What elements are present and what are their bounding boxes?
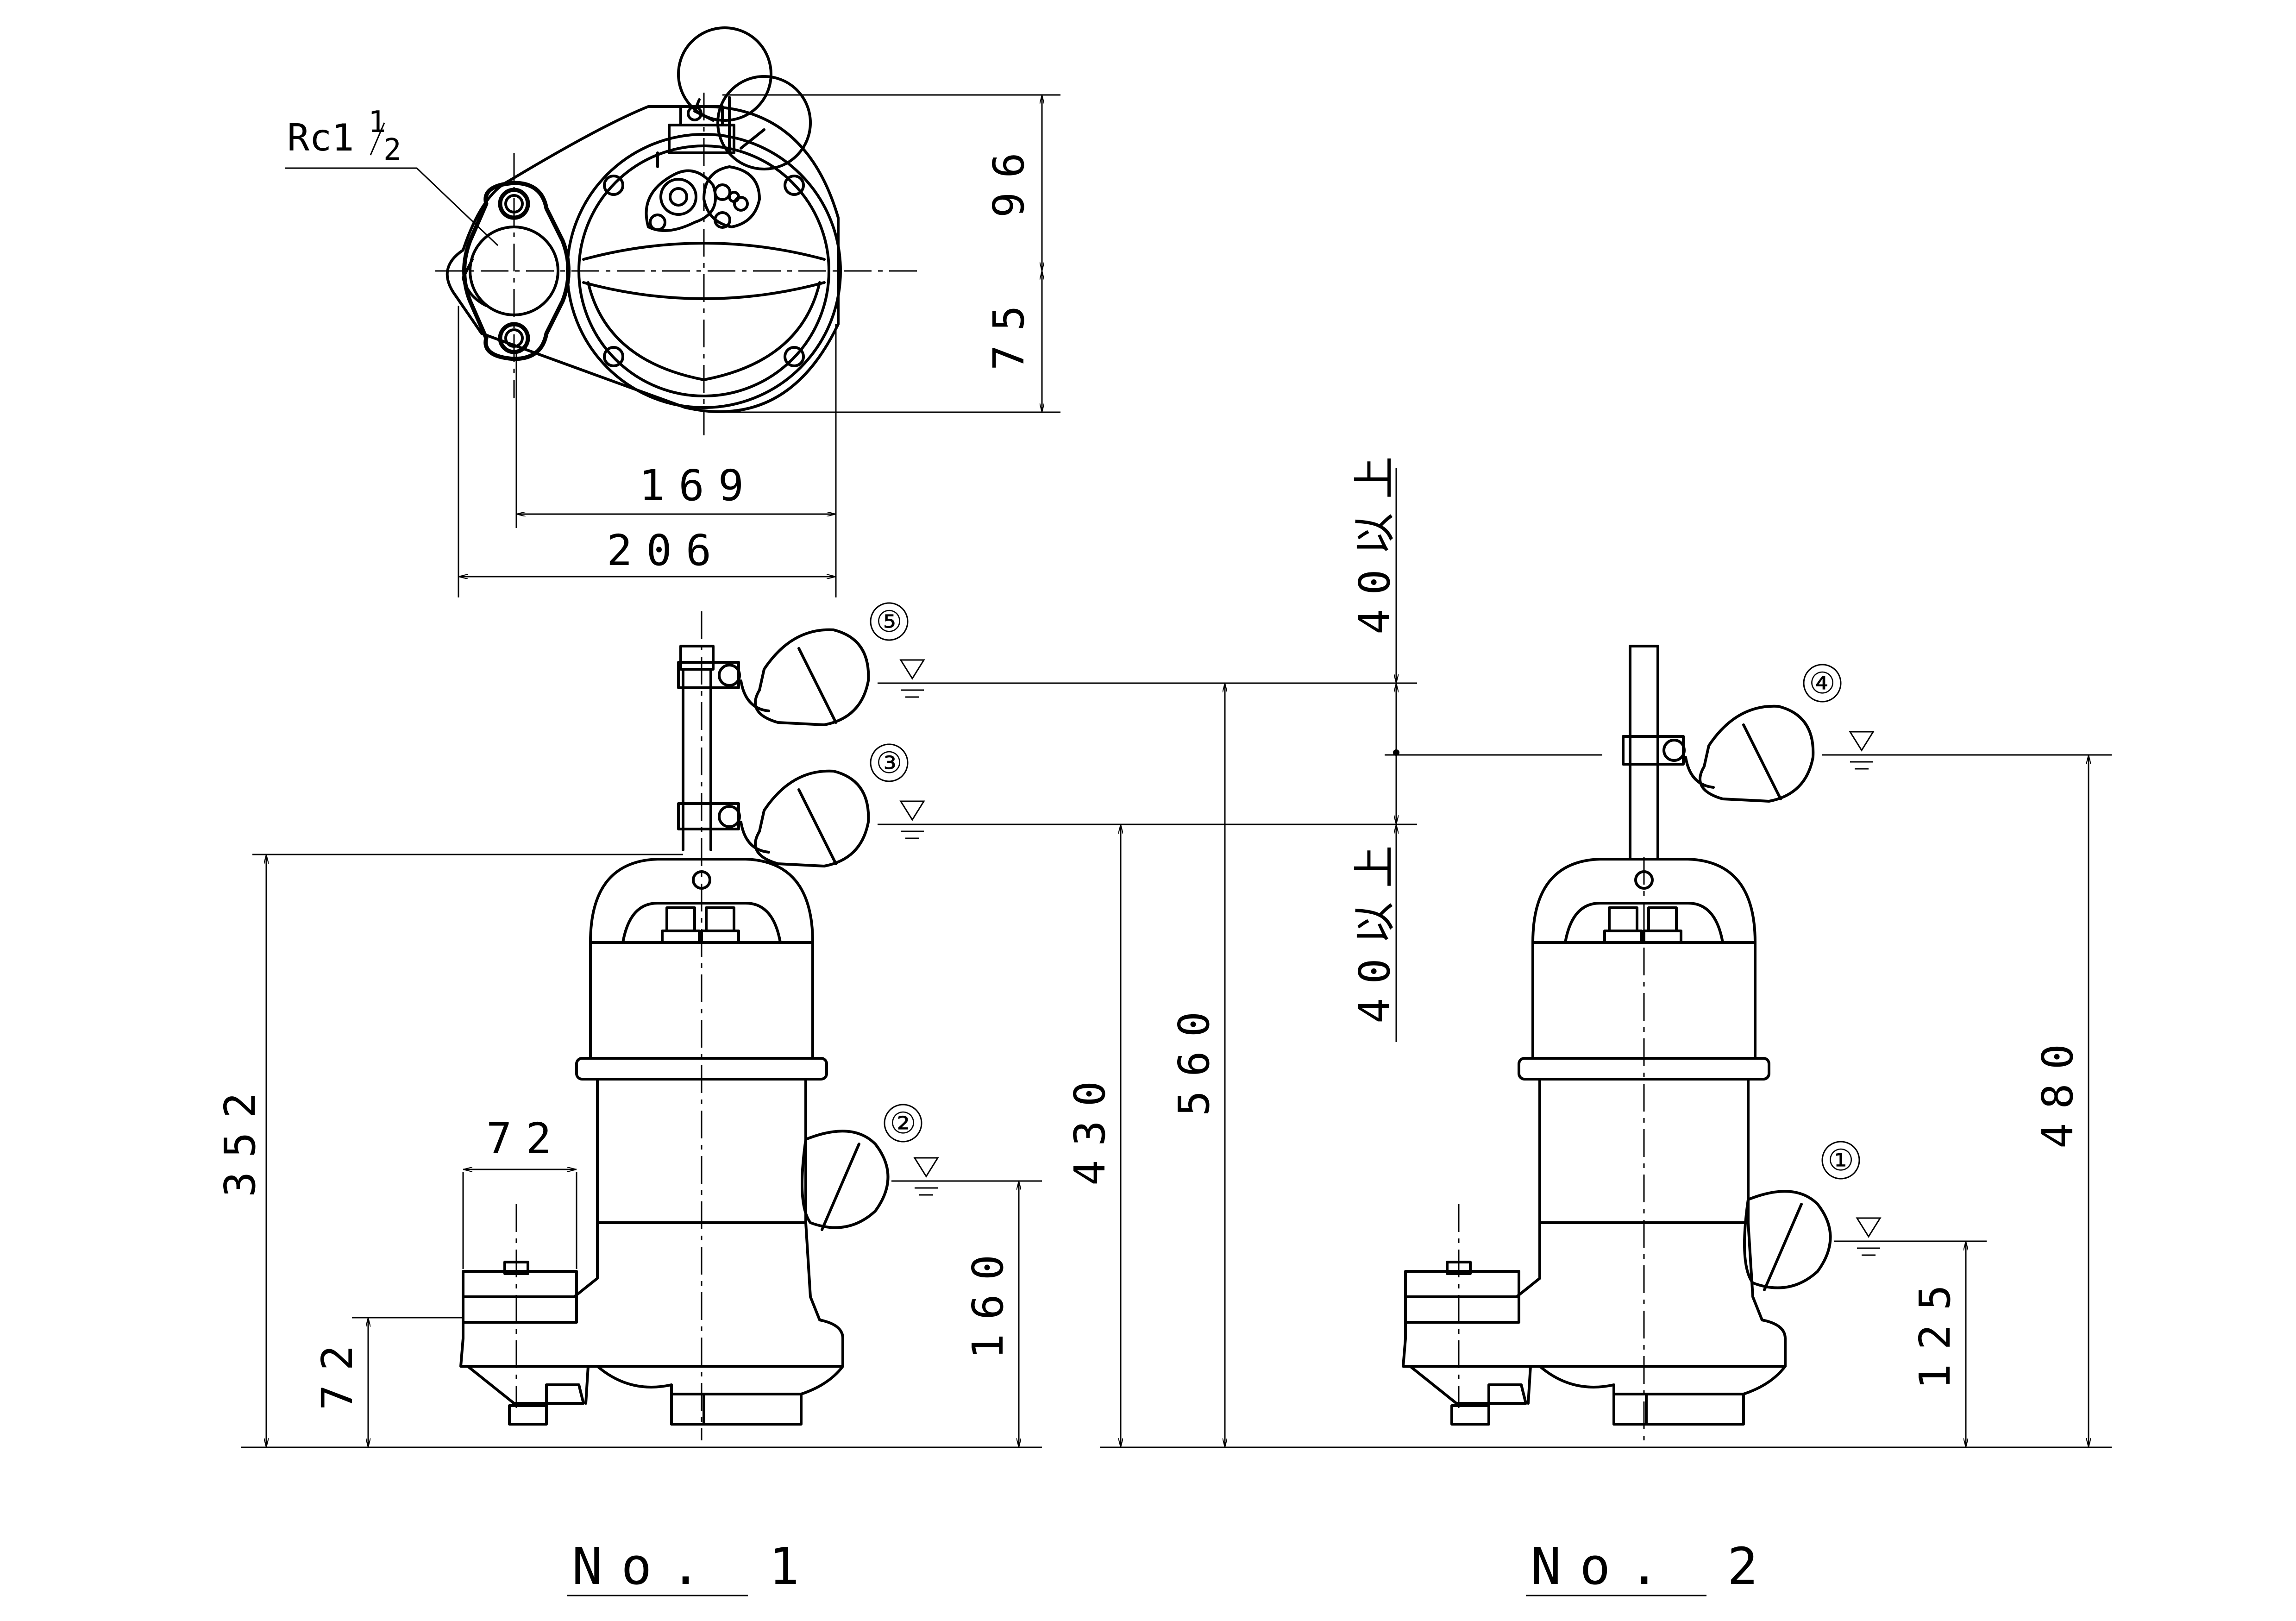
float-2 bbox=[801, 1130, 890, 1229]
dim-width-206: 206 bbox=[607, 526, 725, 575]
dim-width-169: 169 bbox=[639, 461, 758, 510]
float-top-2 bbox=[716, 75, 812, 170]
thread-frac-den: 2 bbox=[383, 133, 401, 167]
dim-level-160: 160 bbox=[963, 1241, 1013, 1359]
pump-label-no2: No. 2 bbox=[1531, 1537, 1776, 1596]
dim-level-430: 430 bbox=[1065, 1067, 1115, 1186]
dim-height-96: 96 bbox=[984, 138, 1034, 218]
thread-size-label: Rc1 bbox=[287, 116, 354, 159]
float-top-1 bbox=[677, 26, 772, 122]
motor-dome-no2 bbox=[1531, 858, 1757, 944]
pump-no2: 480 125 ④ ① No. 2 bbox=[1100, 645, 2112, 1596]
dim-outlet-width-72: 72 bbox=[486, 1114, 565, 1163]
volute-no1 bbox=[459, 1221, 844, 1368]
dim-spacing-upper: 40以上 bbox=[1350, 442, 1399, 635]
dim-spacing-lower: 40以上 bbox=[1350, 831, 1399, 1024]
dim-height-75: 75 bbox=[984, 291, 1034, 371]
float-mark-1: ① bbox=[1827, 1143, 1854, 1178]
dim-level-480: 480 bbox=[2033, 1030, 2083, 1149]
dim-total-height-352: 352 bbox=[215, 1079, 265, 1197]
discharge-flange bbox=[462, 181, 571, 361]
float-3 bbox=[754, 769, 870, 867]
pump-no1: 352 72 72 160 430 560 ⑤ ③ ② No. 1 bbox=[215, 602, 1417, 1596]
float-mark-5: ⑤ bbox=[876, 605, 902, 639]
float-4 bbox=[1699, 704, 1815, 803]
dim-level-125: 125 bbox=[1910, 1271, 1960, 1389]
float-mark-4: ④ bbox=[1809, 666, 1835, 701]
pump-label-no1: No. 1 bbox=[572, 1537, 818, 1596]
motor-dome-no1 bbox=[589, 858, 814, 944]
thread-frac-num: 1 bbox=[368, 105, 386, 139]
dim-level-560: 560 bbox=[1169, 998, 1219, 1116]
top-view: Rc1 1 2 96 75 169 206 bbox=[285, 26, 1060, 597]
float-1 bbox=[1743, 1190, 1832, 1289]
volute-no2 bbox=[1402, 1221, 1787, 1368]
float-mark-2: ② bbox=[890, 1106, 916, 1141]
casing-outer-circle bbox=[566, 133, 842, 409]
float-spacing-dims: 40以上 40以上 bbox=[1350, 442, 1399, 1042]
float-5 bbox=[754, 628, 870, 726]
float-mark-3: ③ bbox=[876, 746, 902, 780]
dim-outlet-height-72: 72 bbox=[313, 1331, 362, 1410]
top-housing-outline bbox=[445, 105, 840, 413]
